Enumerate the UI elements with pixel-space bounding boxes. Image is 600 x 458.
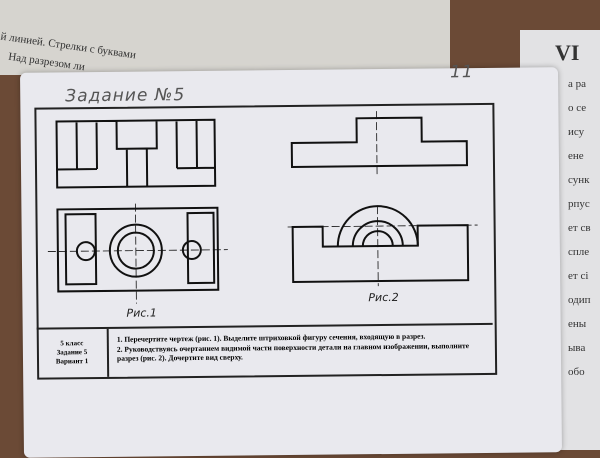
background-snippet: ет св [568, 222, 591, 234]
drawing-frame: Рис.1 Рис.2 [34, 102, 498, 380]
background-snippet: обо [568, 366, 585, 378]
fig2-front-view [290, 111, 469, 177]
task-meta: 5 класс Задание 5 Вариант 1 [36, 328, 110, 378]
background-snippet: ису [568, 126, 585, 138]
worksheet-title: Задание №5 [65, 85, 186, 107]
background-snippet: сунк [568, 174, 590, 186]
background-paper-top [0, 0, 450, 75]
background-snippet: о се [568, 102, 587, 114]
background-snippet: ет сі [568, 270, 589, 282]
background-heading: VI [555, 40, 580, 65]
background-snippet: ене [568, 150, 584, 162]
fig1-caption: Рис.1 [126, 306, 157, 320]
page-number: 11 [449, 62, 474, 83]
fig1-front-view [55, 118, 217, 189]
worksheet: Задание №5 11 Рис.1 Рис.2 5 класс Задани… [19, 62, 563, 458]
background-snippet: спле [568, 246, 590, 258]
fig2-caption: Рис.2 [368, 290, 399, 305]
variant-label: Вариант 1 [55, 357, 89, 366]
instruction-2: 2. Руководствуясь очертанием видимой час… [116, 340, 470, 363]
background-snippet: рпус [568, 198, 590, 210]
fig2-section-view [287, 205, 478, 287]
background-snippet: ены [568, 318, 587, 330]
task-footer: 5 класс Задание 5 Вариант 1 1. Перечерти… [36, 322, 494, 378]
fig1-top-view [47, 203, 228, 304]
background-snippet: ыва [568, 342, 586, 354]
instructions: 1. Перечертите чертеж (рис. 1). Выделите… [109, 325, 493, 377]
background-snippet: а ра [568, 78, 587, 90]
background-snippet: одип [568, 294, 591, 306]
technical-drawing [47, 111, 478, 304]
